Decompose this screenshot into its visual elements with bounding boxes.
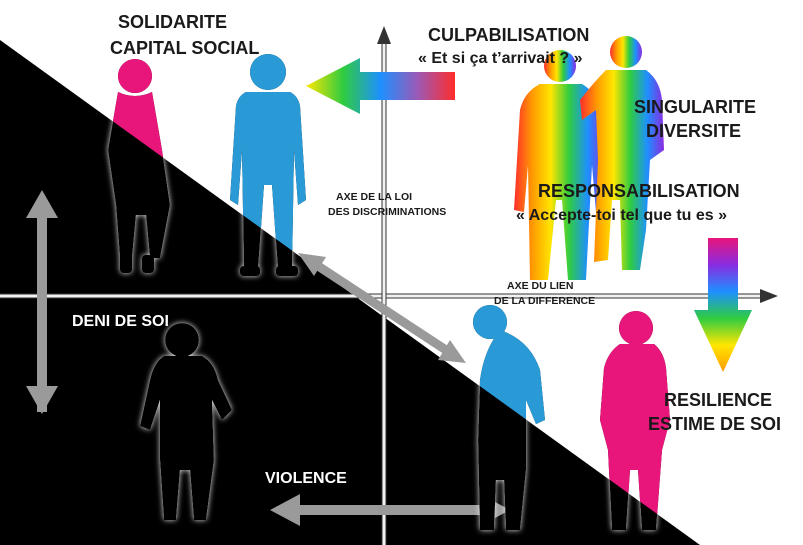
label-solidarite: SOLIDARITE: [118, 12, 228, 32]
woman-silhouette-center: [140, 323, 232, 520]
rainbow-arrow-down: [694, 238, 752, 372]
label-resilience: RESILIENCE: [664, 390, 773, 410]
horizontal-axis-arrowhead: [760, 289, 778, 303]
label-accepte-toi: « Accepte-toi tel que tu es »: [516, 207, 728, 224]
label-singularite: SINGULARITE: [634, 97, 757, 117]
label-violence: VIOLENCE: [265, 470, 347, 487]
deni-arrow: [26, 190, 58, 414]
axes: [0, 26, 778, 545]
label-estime-de-soi: ESTIME DE SOI: [648, 414, 782, 434]
label-axe-lien-1: AXE DU LIEN: [507, 280, 574, 292]
label-responsabilisation: RESPONSABILISATION: [538, 181, 740, 201]
rainbow-arrow-left: [306, 58, 455, 114]
label-axe-loi-2: DES DISCRIMINATIONS: [328, 206, 447, 218]
label-et-si: « Et si ça t’arrivait ? »: [418, 50, 583, 67]
diagonal-arrow: [298, 253, 466, 363]
label-capital-social: CAPITAL SOCIAL: [110, 38, 260, 58]
label-axe-lien-2: DE LA DIFFERENCE: [494, 295, 596, 307]
label-deni-de-soi: DENI DE SOI: [72, 313, 169, 330]
couple-silhouette-rainbow: [514, 36, 664, 280]
label-axe-loi-1: AXE DE LA LOI: [336, 191, 413, 203]
vertical-axis-arrowhead: [377, 26, 391, 44]
label-diversite: DIVERSITE: [646, 121, 742, 141]
label-culpabilisation: CULPABILISATION: [428, 25, 590, 45]
